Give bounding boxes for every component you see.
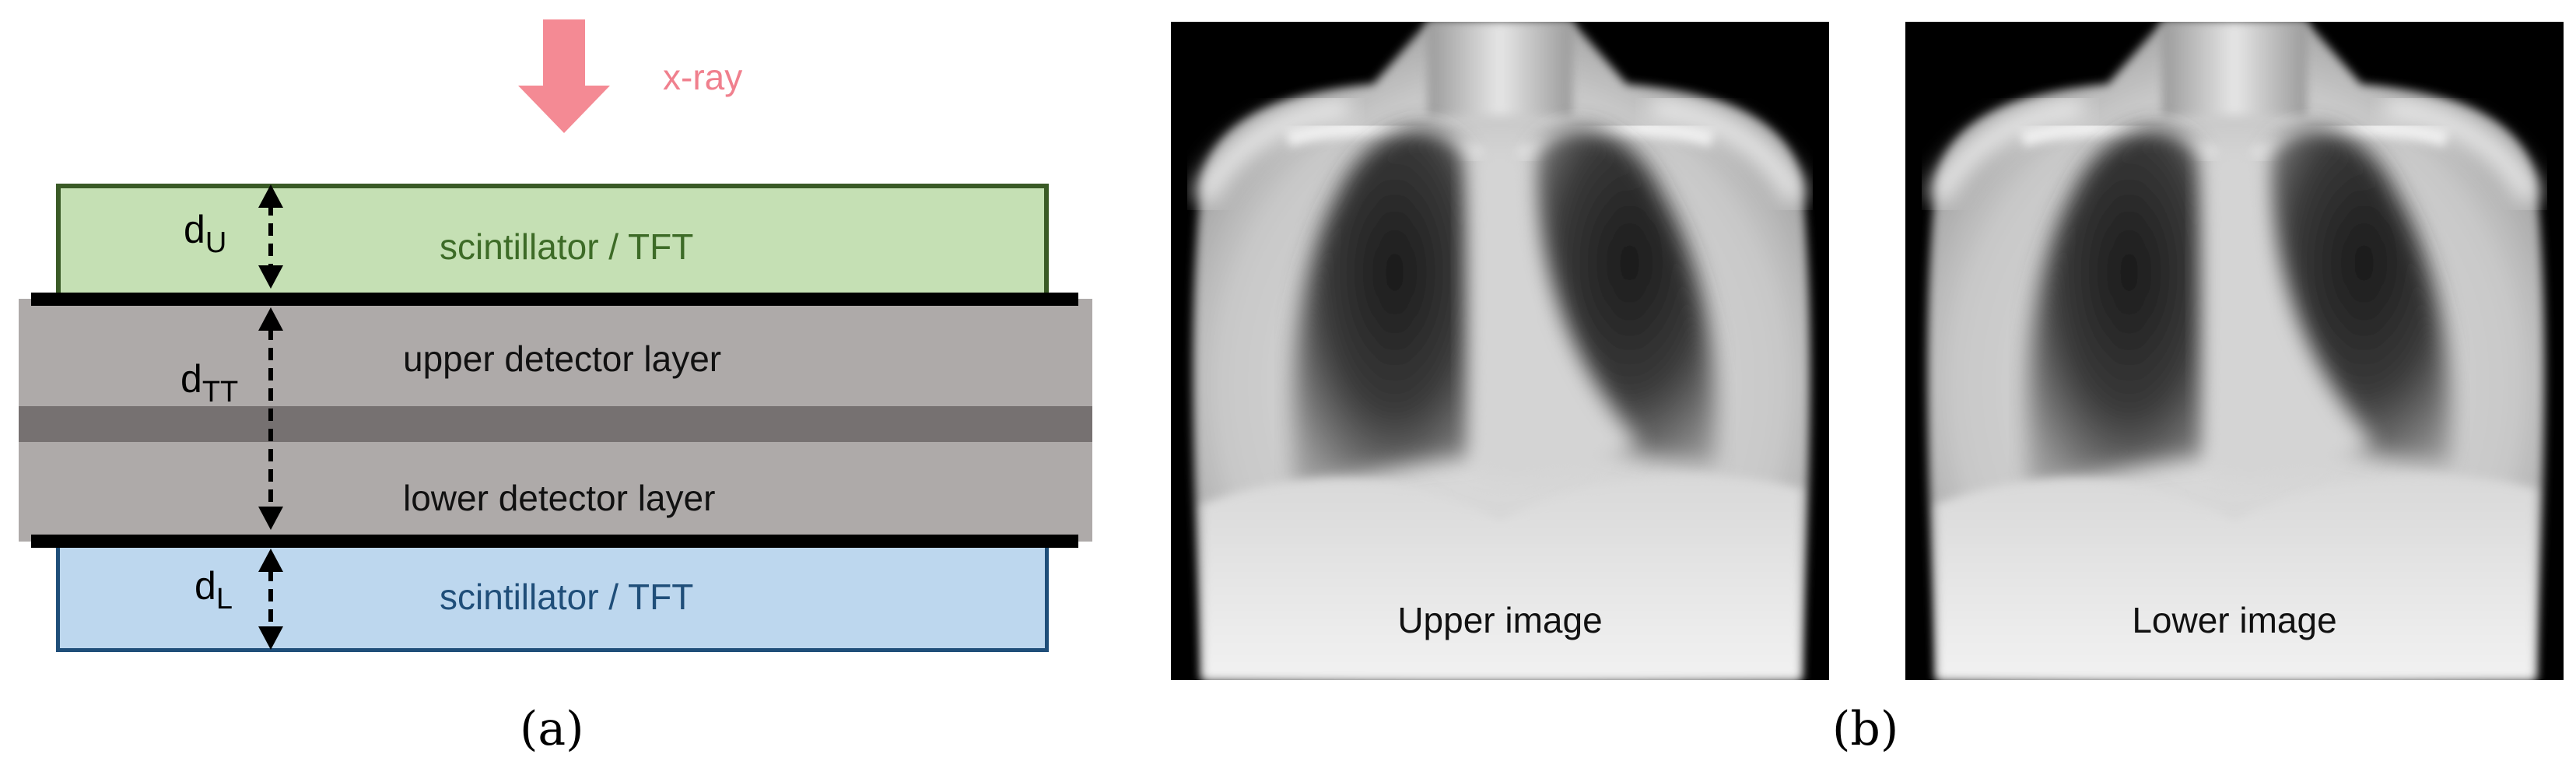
lower-tft-line [31,535,1078,548]
upper-chest-xray-picture [1171,22,1829,680]
detector-interlayer [19,406,1092,442]
lower-image-label: Lower image [2132,600,2337,640]
lower-scintillator-layer [56,542,1049,652]
lower-xray-image: Lower image [1905,22,2564,680]
panel-b-caption: (b) [1832,702,1899,756]
upper-dim-bottom-arrow-icon [258,265,283,289]
lower-thickness-label: dL [195,564,233,615]
upper-xray-image: Upper image [1171,22,1829,680]
lower-dim-bottom-arrow-icon [258,626,283,650]
upper-thickness-label: dU [184,208,227,259]
panel-a-caption: (a) [520,702,584,756]
upper-tft-line [31,293,1078,306]
upper-dim-top-arrow-icon [258,184,283,208]
xray-arrow-icon [518,19,610,133]
lower-chest-xray-picture [1905,22,2564,680]
xray-label: x-ray [663,57,743,97]
lower-scintillator-label: scintillator / TFT [440,577,694,617]
upper-image-label: Upper image [1397,600,1603,640]
middle-thickness-label: dTT [180,357,239,409]
middle-dim-bottom-arrow-icon [258,507,283,530]
lower-detector-label: lower detector layer [403,478,716,518]
upper-detector-label: upper detector layer [403,338,722,379]
lower-dim-top-arrow-icon [258,549,283,572]
middle-dim-top-arrow-icon [258,307,283,331]
upper-scintillator-layer [56,184,1049,299]
dimension-arrows [258,184,283,650]
upper-scintillator-label: scintillator / TFT [440,226,694,267]
